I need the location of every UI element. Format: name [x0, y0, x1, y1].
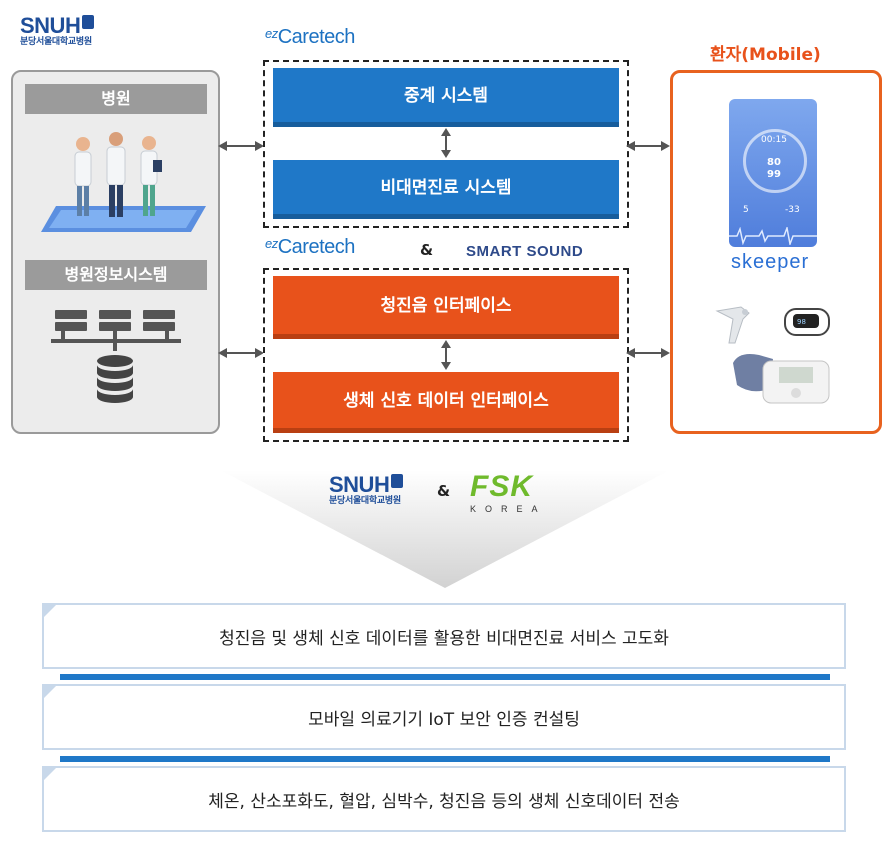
phone-right-value: -33 — [785, 205, 800, 215]
svg-text:98: 98 — [797, 318, 806, 326]
ezcaretech-logo-top: ezCaretech — [265, 26, 355, 49]
result-divider-2 — [60, 756, 830, 762]
result-corner-2 — [42, 684, 58, 700]
relay-vertical-arrow — [441, 128, 451, 158]
fsk-logo: FSK KOREA — [470, 470, 547, 515]
pulse-oximeter-icon: 98 — [784, 308, 830, 336]
brand-ampersand: & — [420, 241, 434, 259]
snuh-partner-subtitle: 분당서울대학교병원 — [329, 496, 401, 506]
relay-system-box: 중계 시스템 비대면진료 시스템 — [263, 60, 629, 228]
doctors-illustration — [41, 132, 206, 232]
phone-time: 00:15 — [761, 135, 787, 145]
snuh-badge-icon — [82, 15, 95, 29]
auscultation-interface-bar: 청진음 인터페이스 — [273, 276, 619, 339]
patient-title: 환자(Mobile) — [710, 45, 821, 65]
server-network-icon — [51, 310, 181, 351]
interface-vertical-arrow — [441, 340, 451, 370]
snuh-partner-badge-icon — [391, 474, 404, 488]
fsk-logo-text: FSK — [470, 470, 533, 503]
ezcaretech-logo-bottom: ezCaretech — [265, 236, 355, 259]
phone-waveform — [729, 227, 817, 245]
relay-system-bar: 중계 시스템 — [273, 68, 619, 127]
ezcaretech-name: Caretech — [277, 26, 356, 48]
phone-dial — [743, 129, 807, 193]
database-icon — [97, 355, 133, 403]
hospital-to-relay-arrow — [218, 141, 264, 151]
result-item-3: 체온, 산소포화도, 혈압, 심박수, 청진음 등의 생체 신호데이터 전송 — [42, 766, 846, 832]
result-item-2: 모바일 의료기기 IoT 보안 인증 컨설팅 — [42, 684, 846, 750]
result-divider-1 — [60, 674, 830, 680]
result-corner-1 — [42, 603, 58, 619]
phone-value-2: 99 — [767, 169, 781, 180]
ezcaretech-name-2: Caretech — [277, 236, 356, 258]
snuh-partner-logo: SNUH 분당서울대학교병원 — [329, 472, 404, 507]
biosignal-interface-bar: 생체 신호 데이터 인터페이스 — [273, 372, 619, 433]
thermometer-icon — [715, 306, 750, 344]
hospital-to-interface-arrow — [218, 348, 264, 358]
partner-ampersand: & — [437, 482, 451, 500]
snuh-logo-text: SNUH — [20, 13, 81, 38]
result-text-1: 청진음 및 생체 신호 데이터를 활용한 비대면진료 서비스 고도화 — [219, 628, 669, 649]
ezcaretech-prefix-2: ez — [265, 236, 278, 251]
result-text-3: 체온, 산소포화도, 혈압, 심박수, 청진음 등의 생체 신호데이터 전송 — [208, 791, 680, 812]
interface-box: 청진음 인터페이스 생체 신호 데이터 인터페이스 — [263, 268, 629, 442]
snuh-partner-text: SNUH — [329, 472, 390, 497]
interface-to-patient-arrow — [626, 348, 670, 358]
hospital-panel: 병원 병원정보시스템 — [11, 70, 220, 434]
relay-to-patient-arrow — [626, 141, 670, 151]
result-text-2: 모바일 의료기기 IoT 보안 인증 컨설팅 — [308, 709, 580, 730]
snuh-logo-subtitle: 분당서울대학교병원 — [20, 37, 92, 47]
snuh-logo: SNUH 분당서울대학교병원 — [20, 13, 95, 48]
result-corner-3 — [42, 766, 58, 782]
phone-screen: 00:15 80 99 5 -33 — [729, 99, 817, 247]
patient-panel: 00:15 80 99 5 -33 skeeper 98 — [670, 70, 882, 434]
smart-sound-logo: SMART SOUND — [466, 243, 584, 260]
ezcaretech-prefix: ez — [265, 26, 278, 41]
phone-value-1: 80 — [767, 157, 781, 168]
convergence-funnel — [220, 470, 670, 588]
his-label: 병원정보시스템 — [25, 260, 207, 290]
skeeper-logo: skeeper — [731, 251, 810, 273]
fsk-logo-subtitle: KOREA — [470, 504, 547, 514]
telemedicine-system-bar: 비대면진료 시스템 — [273, 160, 619, 219]
phone-left-value: 5 — [743, 205, 749, 215]
blood-pressure-monitor-icon — [733, 354, 830, 404]
hospital-label: 병원 — [25, 84, 207, 114]
result-item-1: 청진음 및 생체 신호 데이터를 활용한 비대면진료 서비스 고도화 — [42, 603, 846, 669]
